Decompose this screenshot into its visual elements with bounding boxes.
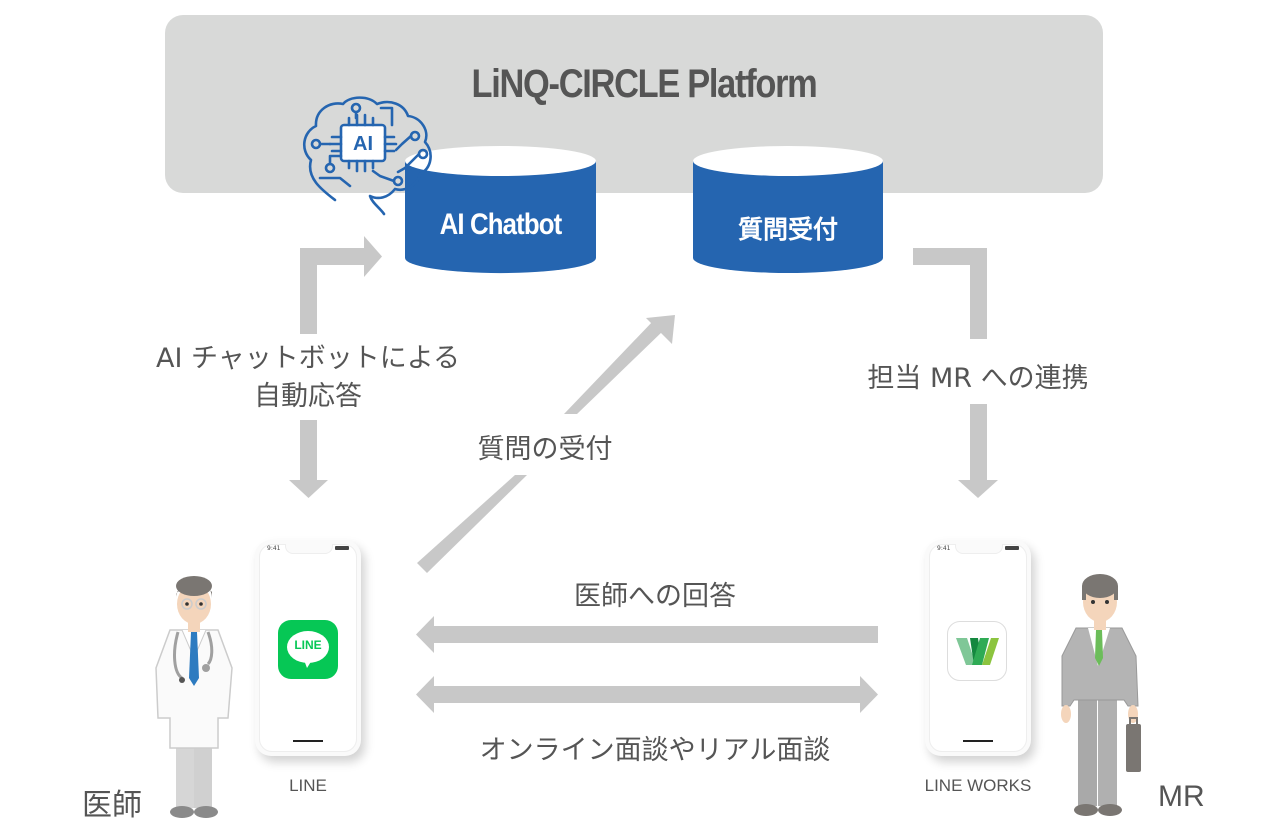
line-app-text: LINE	[294, 638, 322, 652]
w-logo-icon	[956, 638, 999, 665]
arrow-meetings-bidirectional	[416, 676, 878, 713]
line-works-app-icon[interactable]	[947, 621, 1007, 681]
status-time: 9:41	[937, 545, 951, 552]
label-meetings: オンライン面談やリアル面談	[479, 735, 831, 766]
role-label-mr: MR	[1158, 780, 1205, 813]
label-mr-handoff: 担当 MR への連携	[867, 363, 1089, 394]
database-ai-chatbot	[405, 146, 596, 274]
role-label-doctor: 医師	[82, 788, 142, 823]
arrow-answer-to-doctor	[416, 616, 878, 653]
database-question-intake	[693, 146, 883, 273]
phone-caption-line: LINE	[289, 776, 327, 795]
ai-chip-text: AI	[353, 133, 373, 155]
doctor-figure	[155, 576, 233, 818]
database-label-ai-chatbot: AI Chatbot	[439, 208, 563, 241]
database-label-question-intake: 質問受付	[737, 215, 838, 244]
mr-figure	[1061, 574, 1141, 816]
platform-title: LiNQ-CIRCLE Platform	[471, 62, 818, 106]
arrow-to-mr	[913, 248, 998, 498]
label-question-intake: 質問の受付	[477, 434, 613, 465]
label-auto-reply-line2: 自動応答	[254, 381, 362, 412]
mr-phone: 9:41	[925, 540, 1031, 756]
arrow-question-intake-diagonal	[417, 315, 675, 573]
home-indicator	[293, 740, 323, 742]
phone-notch	[955, 544, 1003, 554]
doctor-phone: 9:41 LINE	[255, 540, 361, 756]
status-time: 9:41	[267, 545, 281, 552]
phone-notch	[285, 544, 333, 554]
platform-container	[165, 15, 1103, 193]
arrow-to-ai-chatbot	[300, 236, 382, 334]
arrow-auto-reply-down	[289, 420, 328, 498]
phone-caption-line-works: LINE WORKS	[924, 776, 1032, 795]
label-auto-reply-line1: AI チャットボットによる	[156, 343, 460, 374]
home-indicator	[963, 740, 993, 742]
ai-brain-chip-icon	[303, 96, 432, 216]
status-battery-icon	[335, 546, 349, 550]
line-app-icon[interactable]: LINE	[278, 620, 338, 679]
label-answer-to-doctor: 医師への回答	[574, 581, 736, 612]
status-battery-icon	[1005, 546, 1019, 550]
chat-bubble-icon	[287, 631, 329, 668]
